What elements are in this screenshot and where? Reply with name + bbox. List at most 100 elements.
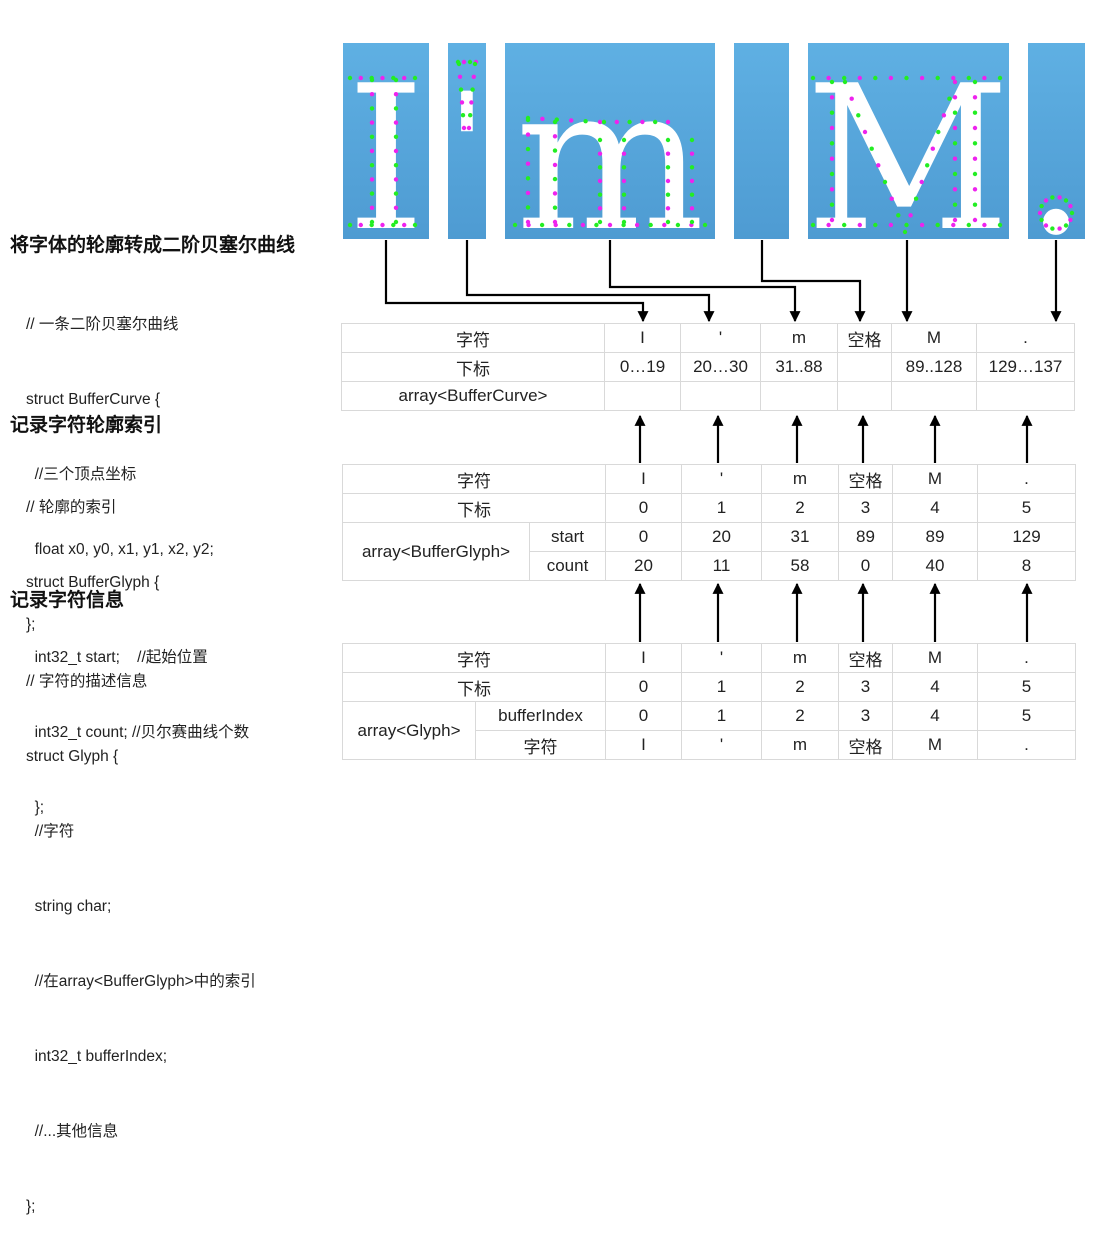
bezier-point — [972, 141, 978, 146]
table-cell: 20 — [605, 551, 682, 581]
bezier-point — [689, 137, 695, 143]
bezier-point — [952, 79, 958, 85]
code-line: //字符 — [26, 823, 75, 840]
code-buffer-curve: // 一条二阶贝塞尔曲线 struct BufferCurve { //三个顶点… — [26, 262, 214, 662]
bezier-point — [369, 92, 375, 97]
bezier-point — [640, 119, 645, 125]
bezier-point — [1063, 198, 1069, 203]
table-row: 字符 I ' m 空格 M . — [343, 730, 1076, 760]
bezier-point — [391, 222, 396, 228]
bezier-point — [393, 177, 399, 182]
bezier-point — [810, 222, 816, 228]
table-cell — [891, 381, 977, 411]
table-cell: I — [605, 464, 682, 494]
table-cell: M — [892, 730, 978, 760]
bezier-point — [936, 129, 941, 135]
table-row: 下标 0 1 2 3 4 5 — [342, 493, 1076, 523]
table-row: 下标 0 1 2 3 4 5 — [342, 672, 1076, 702]
bezier-point — [552, 205, 558, 210]
bezier-point — [810, 75, 816, 81]
code-line: //在array<BufferGlyph>中的索引 — [26, 973, 256, 990]
table-row: count 20 11 58 0 40 8 — [343, 551, 1076, 581]
bezier-point — [665, 206, 671, 211]
bezier-point — [930, 146, 935, 151]
table-cell: 5 — [977, 493, 1076, 523]
bezier-point — [470, 87, 475, 92]
bezier-point — [539, 222, 545, 228]
bezier-point — [512, 222, 518, 228]
bezier-point — [567, 222, 572, 228]
row-label-char-value: 字符 — [475, 730, 606, 760]
bezier-point — [689, 192, 695, 197]
bezier-point — [829, 95, 835, 100]
bezier-point — [552, 134, 558, 139]
bezier-point — [597, 137, 603, 143]
bezier-point — [525, 115, 531, 121]
bezier-point — [862, 129, 868, 135]
table-cell: M — [892, 464, 978, 494]
table-cell: . — [977, 464, 1076, 494]
bezier-point — [947, 96, 952, 101]
bezier-point — [904, 222, 909, 228]
bezier-point — [842, 222, 847, 228]
table-cell: M — [892, 643, 978, 673]
table-cell: 4 — [892, 672, 978, 702]
table-row: array<Glyph> bufferIndex 0 1 2 3 4 5 — [342, 701, 1076, 760]
table-cell: 89 — [892, 522, 978, 552]
bezier-point — [597, 165, 603, 170]
glyph-tile-I — [343, 43, 429, 239]
bezier-point — [469, 100, 474, 105]
table-cell: 3 — [838, 701, 893, 731]
bezier-point — [882, 179, 888, 185]
code-line: struct BufferCurve { — [26, 391, 161, 408]
bezier-point — [873, 222, 878, 228]
bezier-point — [675, 222, 681, 228]
bezier-point — [597, 151, 603, 156]
bezier-point — [525, 176, 531, 181]
code-line: }; — [26, 616, 36, 633]
bezier-point — [857, 222, 862, 228]
bezier-point — [951, 75, 956, 81]
table-cell: ' — [681, 730, 762, 760]
bezier-point — [369, 191, 375, 196]
bezier-point — [665, 165, 671, 170]
bezier-point — [829, 171, 835, 177]
bezier-point — [471, 74, 476, 80]
bezier-point — [369, 120, 375, 125]
arrow-m-to-curve-table — [608, 240, 801, 323]
bezier-control-points — [347, 59, 1075, 235]
bezier-point — [653, 119, 658, 125]
table-cell: 1 — [681, 672, 762, 702]
table-cell: 2 — [761, 672, 839, 702]
table-cell: 20…30 — [680, 352, 761, 382]
bezier-point — [1069, 210, 1075, 216]
glyph-letter-M: M — [806, 43, 1011, 250]
table-cell: 11 — [681, 551, 762, 581]
row-label-count: count — [529, 551, 606, 581]
bezier-point — [552, 162, 558, 168]
bezier-point — [829, 141, 835, 146]
table-cell: 0 — [605, 493, 682, 523]
code-line: struct Glyph { — [26, 748, 119, 765]
bezier-point — [621, 192, 627, 197]
table-cell — [680, 381, 761, 411]
bezier-point — [634, 222, 640, 228]
bezier-point — [966, 222, 971, 228]
bezier-point — [857, 75, 862, 81]
bezier-point — [665, 219, 671, 225]
code-line: // 字符的描述信息 — [26, 673, 148, 690]
bezier-point — [1043, 223, 1049, 228]
table-cell: 0 — [605, 522, 682, 552]
bezier-point — [925, 163, 930, 168]
table-cell: 129…137 — [976, 352, 1075, 382]
table-cell: 0…19 — [604, 352, 681, 382]
bezier-point — [689, 206, 695, 211]
table-cell: 空格 — [838, 643, 893, 673]
code-line: string char; — [26, 898, 112, 915]
bezier-point — [369, 219, 375, 225]
bezier-point — [972, 95, 978, 100]
bezier-point — [621, 178, 627, 184]
table-cell: 空格 — [837, 323, 892, 353]
bezier-point — [665, 151, 671, 156]
table-cell: 空格 — [838, 464, 893, 494]
